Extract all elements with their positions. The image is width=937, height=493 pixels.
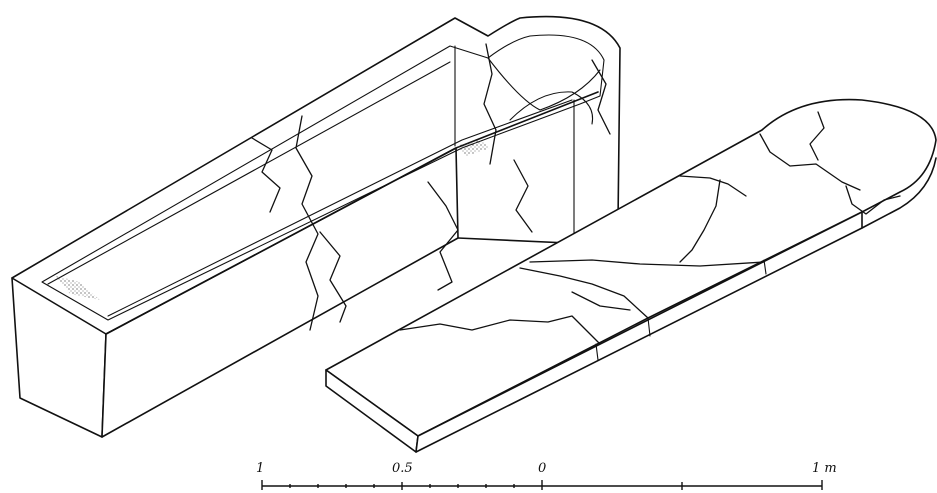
sarcophagus-lid xyxy=(325,98,937,453)
chest-rim-right xyxy=(105,91,599,335)
lid-crack-8 xyxy=(809,111,825,161)
scale-label-1m: 1 m xyxy=(812,461,837,476)
chest-crack-3 xyxy=(319,231,347,323)
lid-joint-1 xyxy=(595,343,599,361)
lid-crack-9 xyxy=(845,185,901,215)
chest-stipple-foot xyxy=(56,276,100,300)
lid-joint-2 xyxy=(647,317,651,337)
chest-rim-inner xyxy=(41,34,605,321)
chest-cavity-wall xyxy=(107,99,573,317)
chest-head-basin xyxy=(487,57,601,111)
lid-crack-5 xyxy=(679,175,747,197)
scale-bar-line xyxy=(261,480,823,490)
scale-bar: 1 0.5 0 1 m xyxy=(256,461,837,490)
lid-crack-6 xyxy=(679,179,721,263)
chest-cavity-floor xyxy=(47,61,451,285)
scale-label-0: 0 xyxy=(538,461,546,476)
lid-crack-2 xyxy=(519,267,649,319)
chest-crack-2 xyxy=(251,137,281,213)
chest-front-face xyxy=(11,277,107,438)
chest-head-niche xyxy=(509,91,594,125)
lid-head-edge xyxy=(861,157,937,229)
chest-crack-1 xyxy=(295,115,319,331)
lid-crack-7 xyxy=(759,133,861,191)
scale-label-1: 1 xyxy=(256,461,264,476)
lid-crack-3 xyxy=(529,259,765,267)
lid-crack-4 xyxy=(571,291,631,311)
chest-crack-4 xyxy=(427,181,459,291)
chest-crack-5 xyxy=(483,43,497,165)
lid-top-face xyxy=(325,98,937,437)
chest-stipple-head xyxy=(456,140,490,156)
lid-crack-1 xyxy=(399,315,601,345)
chest-crack-7 xyxy=(591,59,611,135)
chest-crack-6 xyxy=(513,159,533,233)
scale-label-half: 0.5 xyxy=(392,461,413,476)
